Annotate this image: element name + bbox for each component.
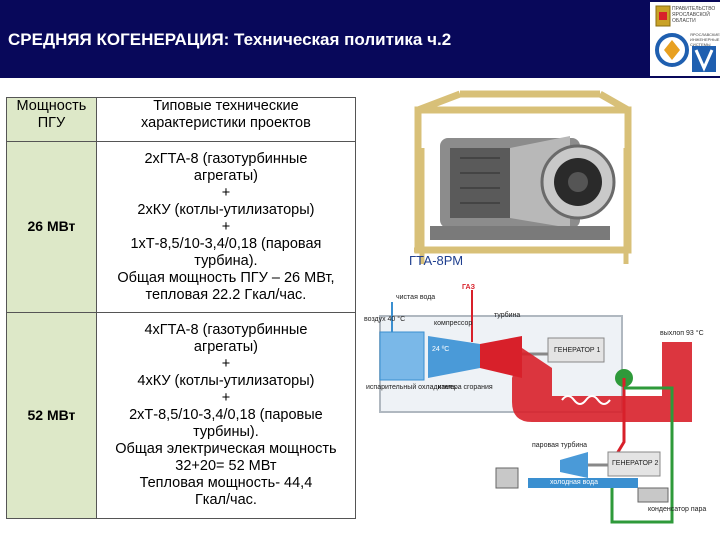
logo-caption-secondary: ЯРОСЛАВСКИЕ ИНЖЕНЕРНЫЕ СИСТЕМЫ: [690, 32, 720, 47]
specs-table: Мощность ПГУ Типовые технические характе…: [6, 97, 357, 519]
header-power: Мощность ПГУ: [6, 97, 97, 142]
label-cold-water: холодная вода: [550, 479, 598, 486]
table-row: 52 МВт 4хГТА-8 (газотурбинные агрегаты) …: [6, 312, 357, 519]
slide-title: СРЕДНЯЯ КОГЕНЕРАЦИЯ: Техническая политик…: [8, 30, 452, 49]
photo-caption: ГТА-8РМ: [409, 253, 464, 268]
label-air: воздух 40 °C: [364, 316, 406, 323]
cogeneration-diagram: чистая вода ГАЗ воздух 40 °C компрессор …: [362, 282, 720, 534]
power-cell: 52 МВт: [6, 312, 97, 519]
label-turbine: турбина: [494, 312, 521, 319]
power-cell: 26 МВт: [6, 141, 97, 313]
slide-header: СРЕДНЯЯ КОГЕНЕРАЦИЯ: Техническая политик…: [0, 0, 720, 78]
table-header-row: Мощность ПГУ Типовые технические характе…: [6, 97, 357, 142]
logo-caption: ПРАВИТЕЛЬСТВО ЯРОСЛАВСКОЙ ОБЛАСТИ: [672, 6, 716, 24]
coat-of-arms-icon: [655, 5, 716, 72]
label-temp: 24 ºC: [432, 346, 450, 353]
table-row: 26 МВт 2хГТА-8 (газотурбинные агрегаты) …: [6, 141, 357, 313]
label-steam-turbine: паровая турбина: [532, 442, 588, 449]
label-gas: ГАЗ: [462, 284, 475, 291]
desc-cell: 4хГТА-8 (газотурбинные агрегаты) + 4хКУ …: [95, 312, 357, 519]
label-generator1: ГЕНЕРАТОР 1: [554, 347, 601, 354]
government-logo: ПРАВИТЕЛЬСТВО ЯРОСЛАВСКОЙ ОБЛАСТИ ЯРОСЛА…: [650, 2, 720, 76]
label-combustion: камера сгорания: [438, 384, 493, 391]
label-compressor: компрессор: [434, 320, 473, 327]
label-evap-cooler: испарительный охладитель: [366, 384, 456, 391]
turbine-unit-photo: [400, 88, 636, 274]
desc-cell: 2хГТА-8 (газотурбинные агрегаты) + 2хКУ …: [95, 141, 357, 313]
label-condenser: конденсатор пара: [648, 506, 707, 513]
label-exhaust: выхлоп 93 °C: [660, 330, 704, 337]
label-clean-water: чистая вода: [396, 294, 436, 301]
header-desc: Типовые технические характеристики проек…: [95, 97, 357, 142]
label-generator2: ГЕНЕРАТОР 2: [612, 460, 659, 467]
